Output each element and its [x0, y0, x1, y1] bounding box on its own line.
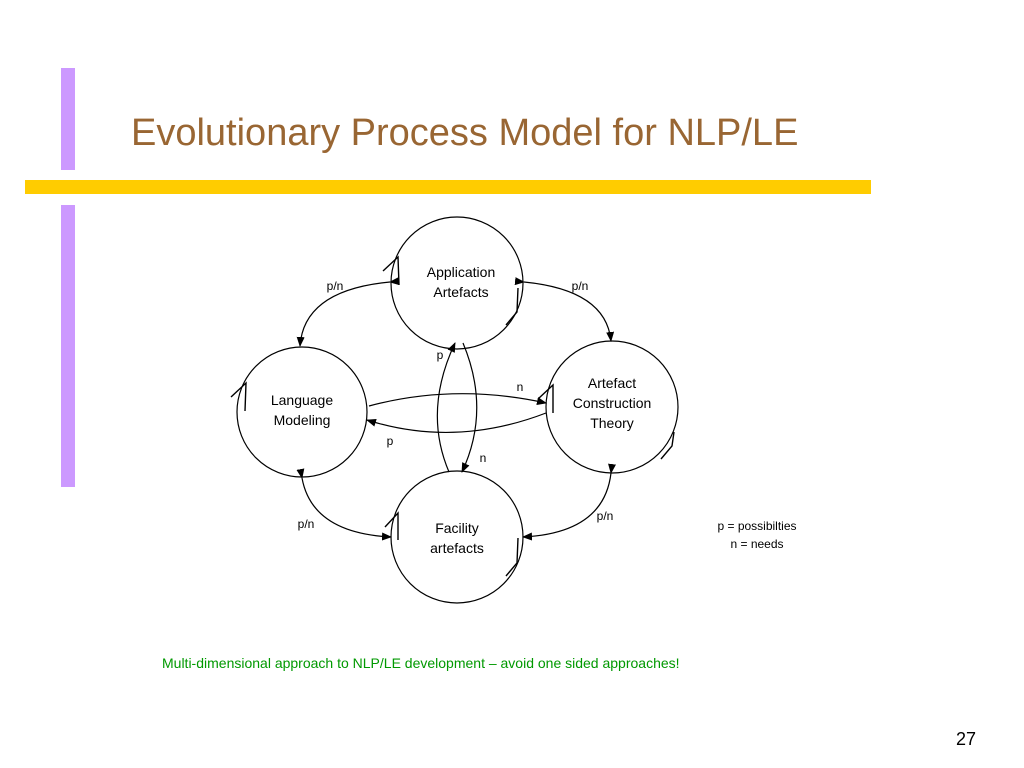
node-label-line: Application	[427, 264, 496, 280]
slide-note: Multi-dimensional approach to NLP/LE dev…	[162, 655, 680, 671]
legend: p = possibilties n = needs	[717, 519, 796, 551]
edge-label-app-lang: p/n	[327, 279, 344, 293]
legend-item-n: n = needs	[730, 537, 783, 551]
edge-label-lang-fac: p/n	[298, 517, 315, 531]
node-language-modeling: Language Modeling	[236, 346, 368, 478]
node-label-line: Modeling	[274, 412, 331, 428]
node-application-artefacts: Application Artefacts	[390, 216, 524, 350]
accent-bar-vertical-bottom	[61, 205, 75, 487]
self-loop-mark	[660, 431, 675, 460]
node-label-line: Artefact	[588, 375, 636, 391]
node-label-line: Theory	[590, 415, 634, 431]
page-number: 27	[956, 729, 977, 749]
node-label-line: Facility	[435, 520, 479, 536]
arrow-fac-to-app	[436, 342, 456, 473]
legend-item-p: p = possibilties	[717, 519, 796, 533]
node-artefact-construction-theory: Artefact Construction Theory	[545, 340, 679, 474]
arrow-art-fac	[522, 463, 617, 541]
node-facility-artefacts: Facility artefacts	[390, 470, 524, 604]
arrow-lang-to-art	[368, 393, 547, 407]
node-label-line: Language	[271, 392, 334, 408]
edge-label-horizontal-lower: p	[387, 434, 394, 448]
accent-bar-horizontal	[25, 180, 871, 194]
node-label-line: Construction	[573, 395, 652, 411]
arrow-app-to-fac	[461, 342, 478, 473]
self-loop-mark	[382, 255, 400, 286]
slide-title: Evolutionary Process Model for NLP/LE	[131, 112, 799, 154]
node-label-line: artefacts	[430, 540, 484, 556]
edge-label-art-fac: p/n	[597, 509, 614, 523]
accent-bar-vertical-top	[61, 68, 75, 170]
arrow-app-lang	[296, 277, 400, 347]
arrow-lang-fac	[296, 468, 392, 541]
edge-label-horizontal-upper: n	[517, 380, 524, 394]
self-loop-mark	[537, 383, 554, 413]
edge-label-app-art: p/n	[572, 279, 589, 293]
self-loop-mark	[505, 537, 519, 577]
self-loop-mark	[230, 381, 247, 412]
arrow-app-art	[514, 277, 615, 342]
edge-label-vertical-down: n	[480, 451, 487, 465]
arrow-art-to-lang	[366, 412, 547, 434]
node-label-line: Artefacts	[433, 284, 488, 300]
edge-label-vertical-up: p	[437, 348, 444, 362]
